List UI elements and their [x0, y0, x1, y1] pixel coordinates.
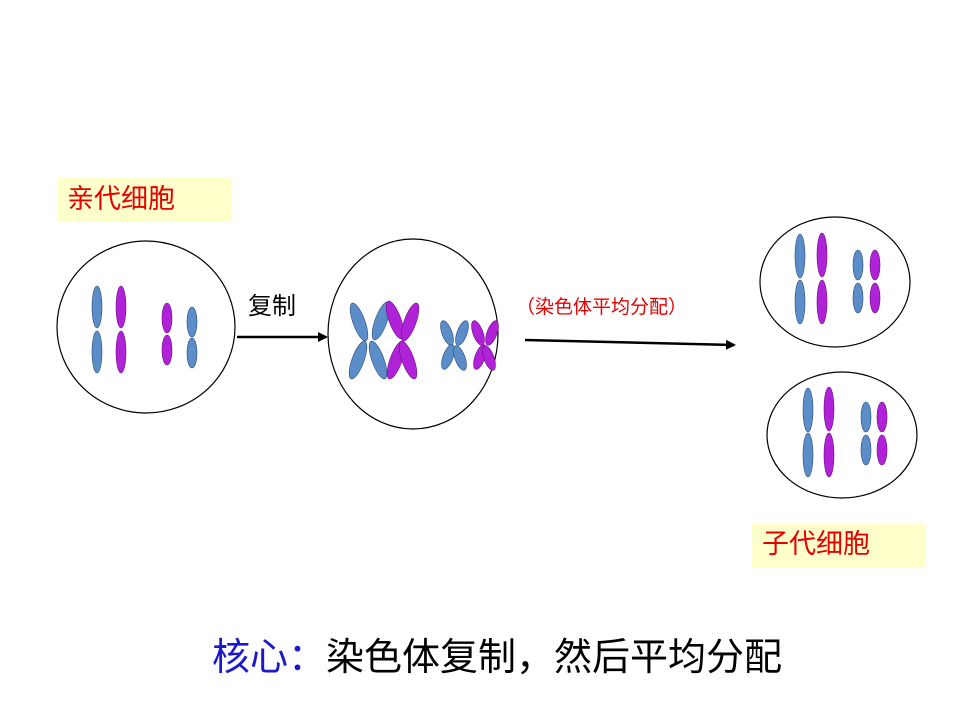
daughter-top-chromosome-blue-large	[794, 233, 806, 325]
replicated-chromosome-blue-large	[348, 301, 391, 380]
parent-cell-label: 亲代细胞	[57, 178, 231, 222]
replicated-cell	[327, 238, 499, 430]
replicated-chromosome-purple-large	[385, 300, 420, 380]
daughter-cell-top	[759, 216, 911, 348]
core-prefix: 核心：	[212, 635, 327, 679]
chromosome-purple-large	[115, 285, 127, 374]
parent-cell	[56, 240, 236, 414]
daughter-top-chromosome-blue-small	[852, 249, 864, 314]
distribute-arrow	[524, 338, 736, 350]
daughter-cell-bottom	[766, 371, 918, 499]
replicated-chromosome-blue-small	[440, 320, 469, 371]
chromosome-blue-large	[91, 285, 103, 374]
daughter-bottom-chromosome-blue-small	[860, 401, 872, 466]
core-statement: 核心：染色体复制，然后平均分配	[212, 626, 782, 681]
daughter-top-chromosome-purple-large	[816, 232, 828, 325]
distribute-label: （染色体平均分配）	[516, 296, 688, 318]
replicated-chromosome-purple-small	[471, 320, 499, 371]
daughter-bottom-chromosome-purple-small	[876, 401, 888, 466]
chromosome-blue-small	[186, 306, 198, 369]
replicate-label: 复制	[248, 292, 296, 320]
daughter-cell-bottom-membrane	[766, 371, 918, 499]
daughter-bottom-chromosome-purple-large	[823, 386, 835, 478]
replicated-cell-membrane	[327, 238, 499, 430]
daughter-top-chromosome-purple-small	[869, 249, 881, 314]
daughter-cell-top-membrane	[759, 216, 911, 348]
core-text: 染色体复制，然后平均分配	[326, 635, 783, 679]
parent-cell-membrane	[56, 240, 236, 414]
chromosome-purple-small	[161, 302, 173, 366]
daughter-bottom-chromosome-blue-large	[802, 387, 814, 478]
daughter-cell-label: 子代细胞	[752, 523, 926, 567]
